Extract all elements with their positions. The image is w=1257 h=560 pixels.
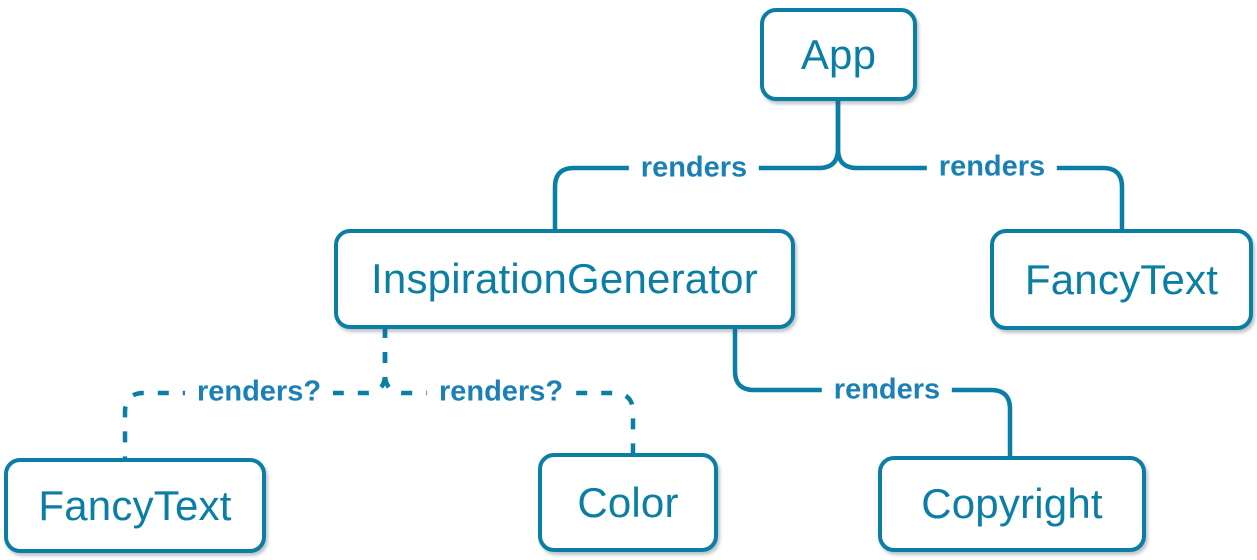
node-copyright-label: Copyright (921, 480, 1103, 527)
edge-label-renders-ig-copyright: renders (821, 373, 953, 407)
node-inspiration-generator: InspirationGenerator (334, 229, 795, 329)
node-inspiration-generator-label: InspirationGenerator (371, 255, 758, 302)
node-app-label: App (800, 30, 877, 78)
node-color-label: Color (577, 478, 679, 526)
edge-label-renders-app-fancytext: renders (926, 150, 1058, 184)
node-copyright: Copyright (878, 456, 1146, 552)
edge-label-renders-app-ig: renders (628, 151, 760, 185)
node-fancy-text-left: FancyText (4, 458, 266, 553)
node-fancy-text-right: FancyText (990, 229, 1253, 330)
node-color: Color (538, 453, 718, 552)
node-fancy-text-left-label: FancyText (38, 481, 232, 529)
node-app: App (760, 8, 917, 101)
node-fancy-text-right-label: FancyText (1024, 255, 1219, 303)
edge-label-renders-ig-color: renders? (426, 375, 576, 409)
edge-label-renders-ig-fancytext: renders? (184, 375, 334, 409)
